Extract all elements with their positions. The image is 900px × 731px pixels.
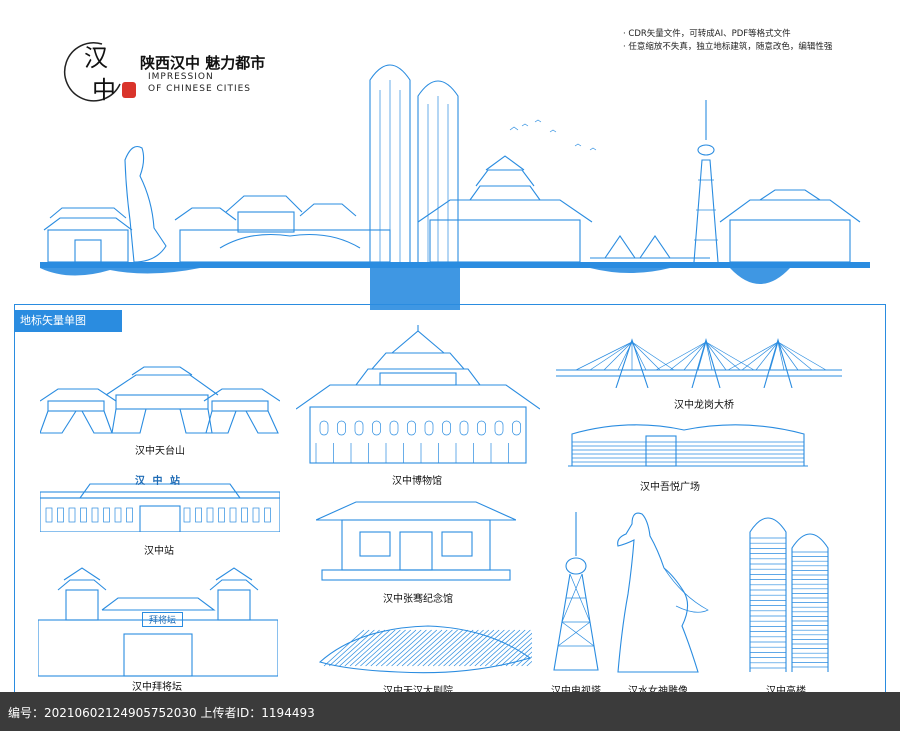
tvtower-illustration (548, 512, 604, 672)
section-label: 地标矢量单图 (14, 310, 122, 332)
caption-theater: 汉中天汉大剧院 (383, 682, 453, 697)
frame-left (14, 304, 15, 714)
plaza-illustration (568, 418, 808, 470)
goddess-illustration (612, 506, 716, 674)
baijiangtan-illustration (38, 560, 278, 678)
logo-char-1: 汉 (84, 44, 108, 72)
page-title: 陕西汉中 魅力都市 (140, 54, 266, 72)
caption-tvtower: 汉中电视塔 (551, 682, 601, 697)
caption-tiantaishan: 汉中天台山 (135, 446, 185, 457)
zhangqian-illustration (316, 498, 516, 582)
caption-zhangqian: 汉中张骞纪念馆 (383, 594, 453, 605)
subtitle-line-1: IMPRESSION (148, 72, 214, 82)
theater-illustration (318, 622, 532, 674)
skyline-panorama (30, 50, 870, 310)
subtitle-line-2: OF CHINESE CITIES (148, 84, 251, 94)
station-sign: 汉 中 站 (135, 476, 182, 487)
caption-station: 汉中站 (144, 546, 174, 557)
footer-bar: 编号：20210602124905752030 上传者ID：1194493 (0, 692, 900, 731)
logo-char-2: 中 (92, 76, 116, 104)
caption-museum: 汉中博物馆 (392, 476, 442, 487)
logo-circle (62, 40, 126, 104)
caption-bridge: 汉中龙岗大桥 (674, 400, 734, 411)
gate-sign: 拜将坛 (142, 612, 184, 627)
footer-text: 编号：20210602124905752030 上传者ID：1194493 (8, 706, 315, 720)
highrise-illustration (748, 508, 830, 674)
frame-right (885, 304, 886, 714)
caption-highrise: 汉中高楼 (766, 682, 806, 697)
seal-stamp (122, 82, 136, 98)
note-line-2: · 任意缩放不失真，独立地标建筑，随意改色，编辑性强 (623, 42, 833, 52)
caption-goddess: 汉水女神雕像 (628, 682, 688, 697)
bridge-illustration (556, 336, 842, 388)
section-divider (14, 304, 886, 305)
station-illustration (40, 470, 280, 532)
museum-illustration (296, 325, 540, 465)
note-line-1: · CDR矢量文件，可转成AI、PDF等格式文件 (623, 29, 791, 39)
tiantaishan-illustration (40, 365, 280, 435)
caption-plaza: 汉中吾悦广场 (640, 482, 700, 493)
caption-baijiangtan: 汉中拜将坛 (132, 682, 182, 693)
